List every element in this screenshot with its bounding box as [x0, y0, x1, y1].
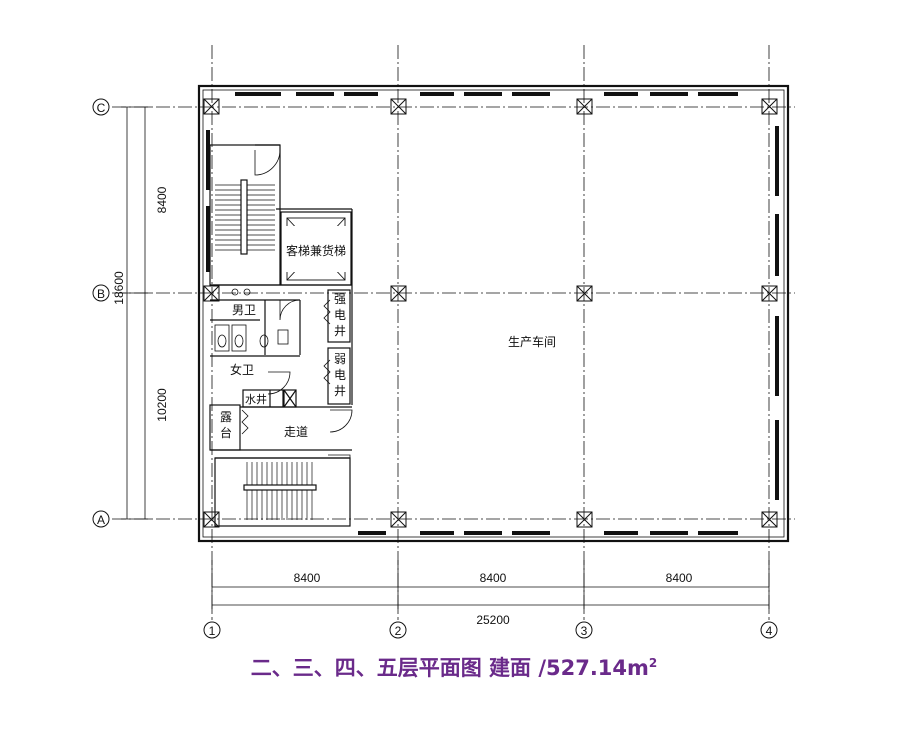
- axis-label-row-c: C: [97, 101, 106, 115]
- corridor-label: 走道: [284, 425, 308, 439]
- mens-wc-label: 男卫: [232, 303, 256, 317]
- left-dimension-lines: [121, 106, 151, 520]
- strong-shaft-char-1: 强: [334, 292, 346, 306]
- dim-bay-y-1: 8400: [155, 186, 169, 213]
- bottom-dimension-lines: [211, 560, 770, 612]
- weak-shaft-char-2: 电: [334, 368, 346, 382]
- strong-shaft-char-3: 井: [334, 324, 346, 338]
- upper-stair: [215, 179, 275, 255]
- core-walls: [209, 144, 353, 527]
- caption-text: 二、三、四、五层平面图 建面 /527.14m: [250, 656, 649, 680]
- dim-bay-x-1: 8400: [294, 571, 321, 585]
- wc-fixtures: [214, 288, 289, 352]
- lower-stair: [243, 462, 317, 520]
- grid-lines: [112, 45, 795, 620]
- weak-shaft-char-3: 井: [334, 384, 346, 398]
- windows-right: [775, 126, 779, 500]
- windows-bottom: [358, 531, 738, 535]
- axis-label-col-1: 1: [209, 624, 216, 638]
- axis-label-col-2: 2: [395, 624, 402, 638]
- dim-total-y: 18600: [112, 271, 126, 305]
- axis-label-row-a: A: [97, 513, 105, 527]
- exterior-wall: [197, 84, 790, 543]
- plan-caption: 二、三、四、五层平面图 建面 /527.14m2: [0, 652, 908, 682]
- weak-shaft-char-1: 弱: [334, 352, 346, 366]
- windows-top: [235, 92, 738, 96]
- dim-total-x: 25200: [476, 613, 510, 627]
- dim-bay-x-2: 8400: [480, 571, 507, 585]
- axis-label-row-b: B: [97, 287, 105, 301]
- workshop-label: 生产车间: [508, 334, 556, 349]
- caption-superscript: 2: [648, 656, 658, 670]
- elevator-label: 客梯兼货梯: [286, 243, 346, 258]
- terrace-char-1: 露: [220, 410, 232, 424]
- axis-label-col-3: 3: [581, 624, 588, 638]
- door-swings: [254, 149, 353, 477]
- water-shaft-label: 水井: [245, 392, 267, 406]
- axis-label-col-4: 4: [766, 624, 773, 638]
- dim-bay-y-2: 10200: [155, 388, 169, 422]
- windows-left: [206, 130, 210, 272]
- axis-bubbles: [92, 98, 778, 639]
- terrace-char-2: 台: [220, 425, 232, 440]
- dim-bay-x-3: 8400: [666, 571, 693, 585]
- shaft-marks: [241, 299, 331, 435]
- womens-wc-label: 女卫: [230, 362, 254, 377]
- strong-shaft-char-2: 电: [334, 308, 346, 322]
- structural-columns: [203, 98, 778, 528]
